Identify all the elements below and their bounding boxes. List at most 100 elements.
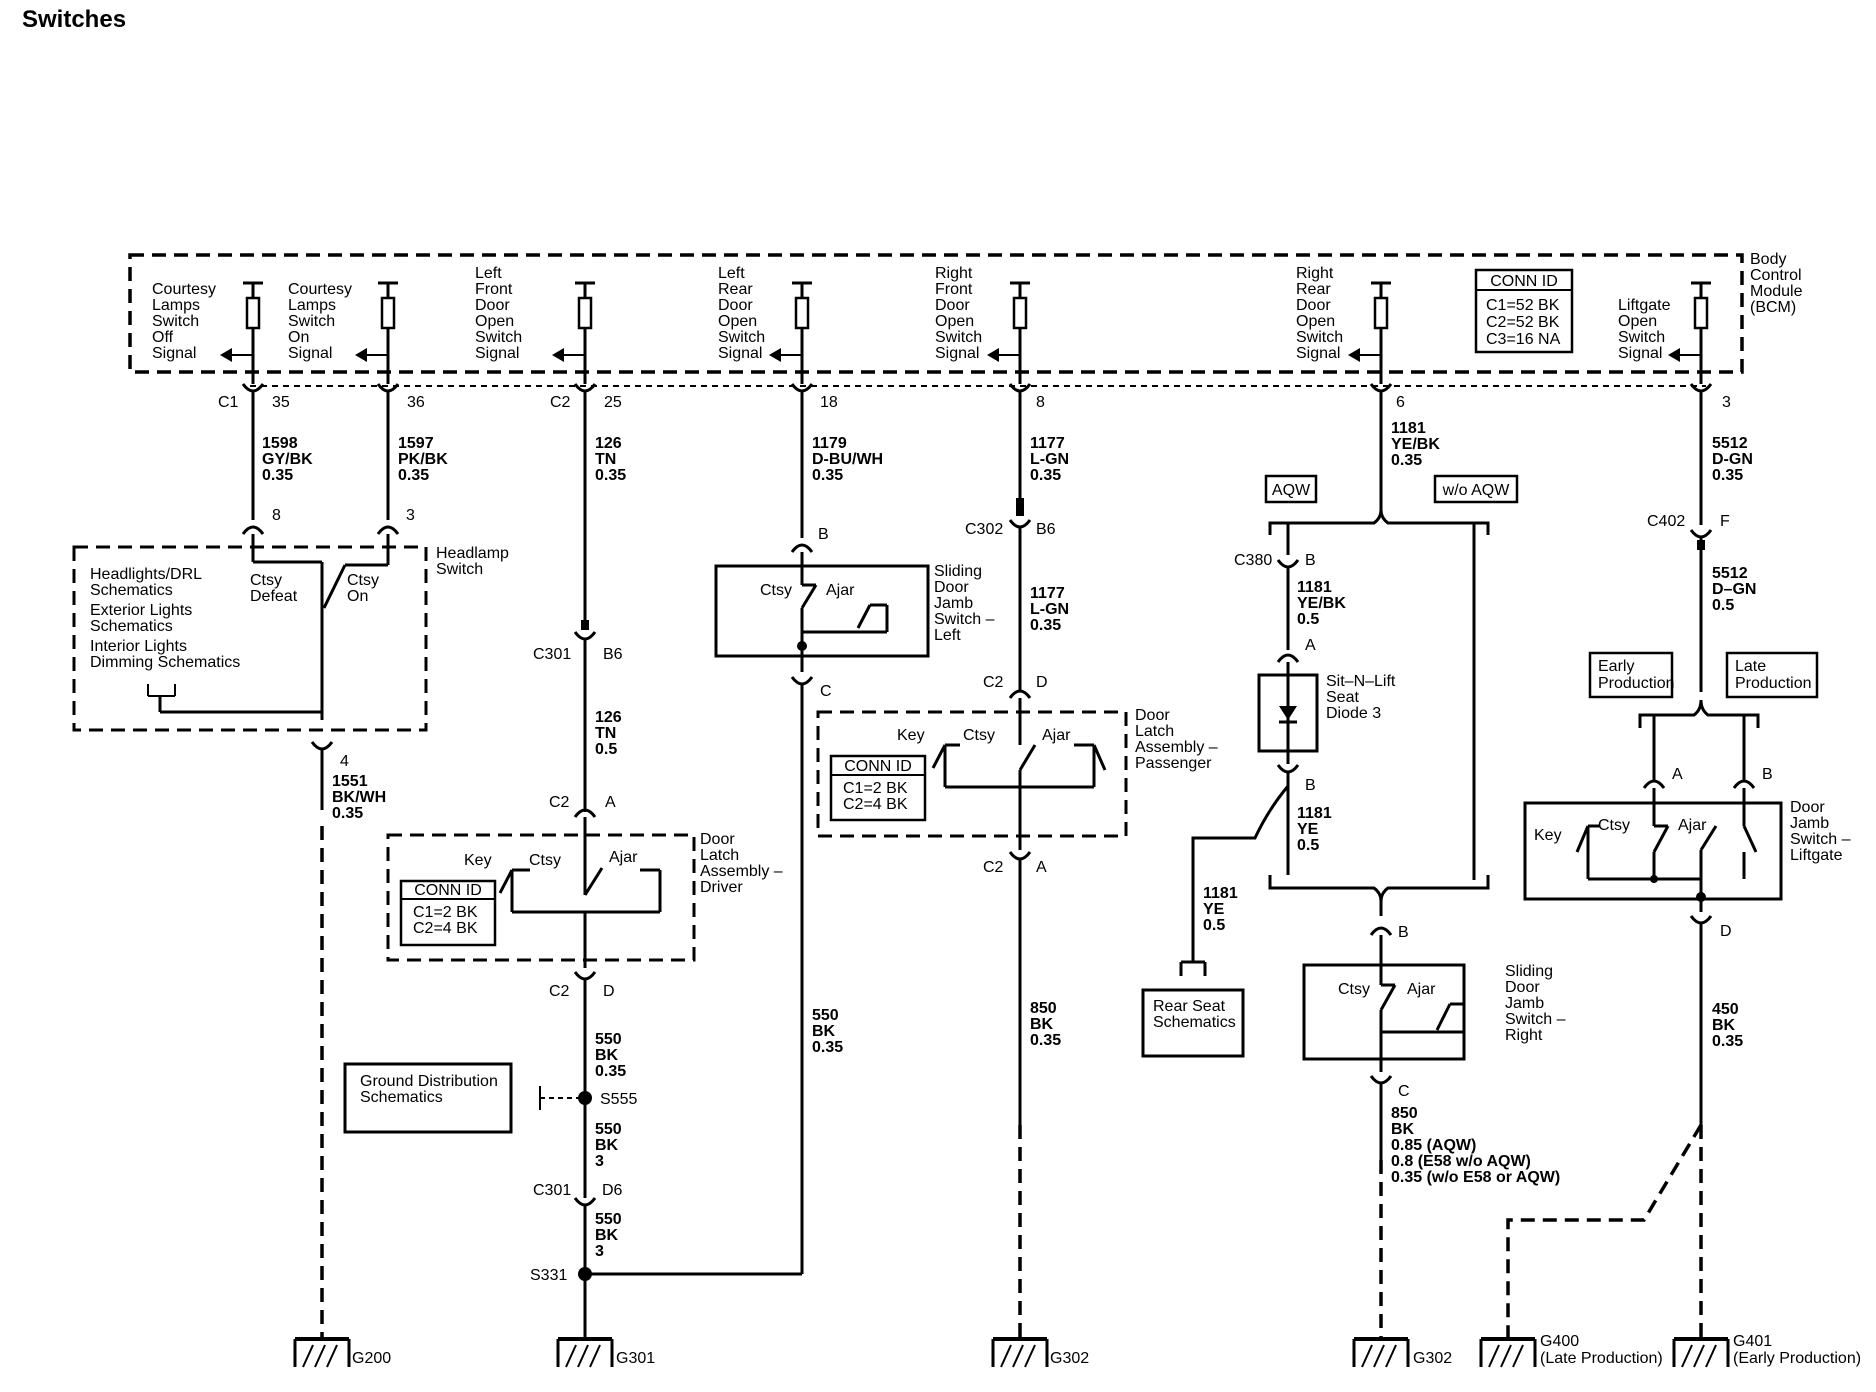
svg-text:D6: D6 bbox=[602, 1182, 623, 1199]
svg-text:C402: C402 bbox=[1647, 513, 1685, 530]
svg-text:C3=16 NA: C3=16 NA bbox=[1486, 331, 1561, 348]
svg-text:C2: C2 bbox=[983, 859, 1004, 876]
svg-text:Ctsy: Ctsy bbox=[1338, 981, 1370, 998]
svg-text:B: B bbox=[1762, 766, 1773, 783]
svg-text:C2: C2 bbox=[550, 394, 571, 411]
svg-text:C1=52 BK: C1=52 BK bbox=[1486, 297, 1560, 314]
svg-text:35: 35 bbox=[272, 394, 290, 411]
svg-text:C2: C2 bbox=[549, 794, 570, 811]
svg-text:B6: B6 bbox=[1036, 521, 1056, 538]
svg-text:8: 8 bbox=[272, 507, 281, 524]
svg-text:Ajar: Ajar bbox=[609, 849, 638, 866]
svg-text:C1=2 BK: C1=2 BK bbox=[843, 780, 908, 797]
svg-text:36: 36 bbox=[407, 394, 425, 411]
svg-text:C2=52 BK: C2=52 BK bbox=[1486, 314, 1560, 331]
svg-text:CONN ID: CONN ID bbox=[414, 882, 482, 899]
svg-text:A: A bbox=[1305, 637, 1316, 654]
svg-text:A: A bbox=[1672, 766, 1683, 783]
bcm-boundary bbox=[128, 253, 1744, 374]
svg-text:Ctsy: Ctsy bbox=[529, 852, 561, 869]
bcm-label: Body Control Module (BCM) bbox=[1750, 251, 1807, 316]
svg-text:B6: B6 bbox=[603, 646, 623, 663]
svg-text:C301: C301 bbox=[533, 646, 571, 663]
svg-text:6: 6 bbox=[1396, 394, 1405, 411]
ground-g200: G200 bbox=[352, 1350, 391, 1367]
svg-text:C380: C380 bbox=[1234, 552, 1272, 569]
page-title: Switches bbox=[22, 6, 127, 33]
svg-text:C2: C2 bbox=[983, 674, 1004, 691]
svg-text:B: B bbox=[1305, 552, 1316, 569]
svg-text:Ajar: Ajar bbox=[1042, 727, 1071, 744]
door-latch-passenger: Key Ctsy Ajar CONN ID C1=2 BK C2=4 BK Do… bbox=[816, 698, 1218, 850]
svg-text:C302: C302 bbox=[965, 521, 1003, 538]
svg-text:G401(Early Production): G401(Early Production) bbox=[1733, 1333, 1861, 1367]
svg-text:C2: C2 bbox=[549, 983, 570, 1000]
driver-conn-id-table: CONN ID C1=2 BK C2=4 BK bbox=[399, 879, 497, 947]
svg-text:C: C bbox=[820, 683, 832, 700]
svg-text:C: C bbox=[1398, 1083, 1410, 1100]
svg-text:D: D bbox=[603, 983, 615, 1000]
svg-text:4: 4 bbox=[340, 753, 349, 770]
wo-aqw-option-label: w/o AQW bbox=[1433, 474, 1519, 504]
svg-text:Ctsy: Ctsy bbox=[1598, 817, 1630, 834]
bcm-conn-id-table: CONN ID C1=52 BK C2=52 BK C3=16 NA bbox=[1474, 268, 1574, 354]
svg-text:Key: Key bbox=[897, 727, 925, 744]
ground-g302-left: G302 bbox=[1050, 1350, 1089, 1367]
svg-text:3: 3 bbox=[1722, 394, 1731, 411]
svg-text:Ajar: Ajar bbox=[1407, 981, 1436, 998]
svg-text:CONN ID: CONN ID bbox=[1490, 273, 1558, 290]
svg-text:CONN ID: CONN ID bbox=[844, 758, 912, 775]
ground-g302-right: G302 bbox=[1413, 1350, 1452, 1367]
ground-g400: G400 bbox=[1540, 1333, 1579, 1350]
svg-text:B: B bbox=[818, 526, 829, 543]
svg-text:8: 8 bbox=[1036, 394, 1045, 411]
svg-text:Ajar: Ajar bbox=[826, 582, 855, 599]
svg-text:A: A bbox=[605, 794, 616, 811]
svg-text:C2=4 BK: C2=4 BK bbox=[843, 796, 908, 813]
svg-text:D: D bbox=[1720, 923, 1732, 940]
